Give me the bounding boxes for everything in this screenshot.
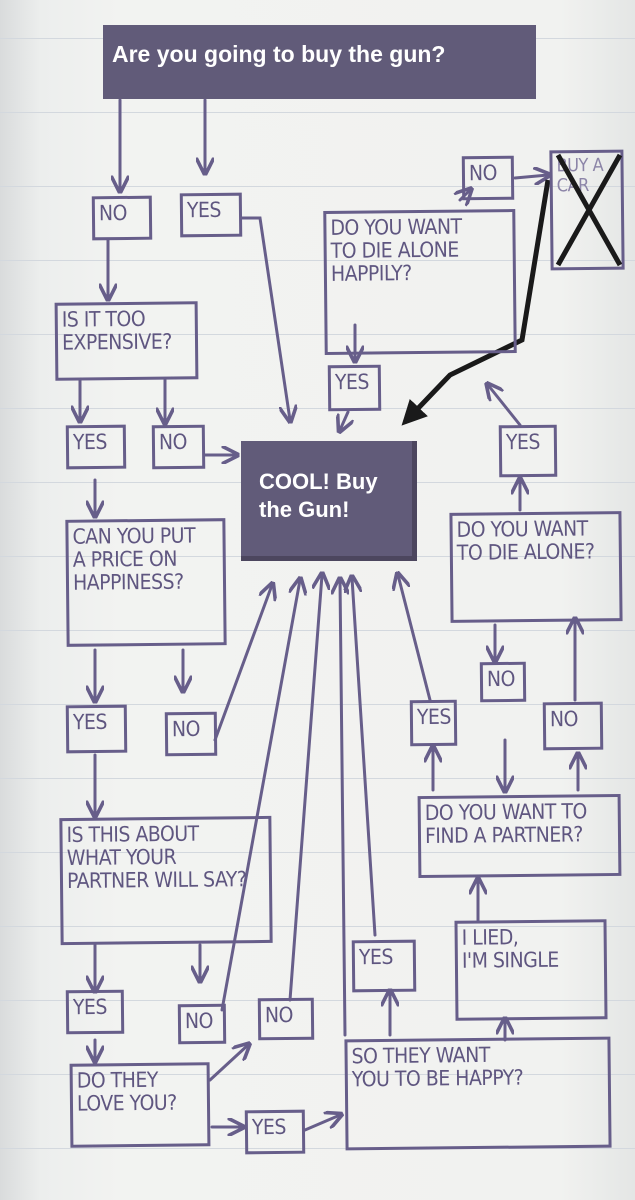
outcome-buy-the-gun: COOL! Buy the Gun! xyxy=(241,441,417,561)
answer-no-start: NO xyxy=(91,195,153,241)
cross-mark-icon xyxy=(555,153,623,267)
answer-yes-happy: YES xyxy=(351,939,417,993)
answer-yes-start: YES xyxy=(179,192,243,238)
question-want-you-happy: SO THEY WANT YOU TO BE HAPPY? xyxy=(344,1036,612,1151)
question-find-partner: DO YOU WANT TO FIND A PARTNER? xyxy=(417,793,622,879)
question-buy-gun: Are you going to buy the gun? xyxy=(103,25,536,99)
answer-yes-love: YES xyxy=(244,1109,306,1155)
question-too-expensive: IS IT TOO EXPENSIVE? xyxy=(54,301,199,381)
answer-no-love: NO xyxy=(257,997,315,1041)
answer-no-happily: NO xyxy=(461,155,515,201)
answer-yes-find: YES xyxy=(409,699,458,747)
answer-yes-price: YES xyxy=(65,704,128,754)
question-love-you: DO THEY LOVE YOU? xyxy=(69,1062,211,1148)
answer-yes-partner: YES xyxy=(65,989,125,1035)
answer-yes-expensive: YES xyxy=(65,424,127,470)
question-die-alone: DO YOU WANT TO DIE ALONE? xyxy=(449,511,623,623)
answer-yes-die-alone: YES xyxy=(498,424,558,478)
question-partner-say: IS THIS ABOUT WHAT YOUR PARTNER WILL SAY… xyxy=(59,815,273,946)
question-die-alone-happily: DO YOU WANT TO DIE ALONE HAPPILY? xyxy=(323,208,517,356)
crossed-out-box: BUY A CAR xyxy=(549,149,625,271)
statement-i-lied-single: I LIED, I'M SINGLE xyxy=(454,919,608,1021)
answer-no-die-alone: NO xyxy=(479,661,527,703)
answer-no-expensive: NO xyxy=(151,424,206,470)
answer-yes-happily: YES xyxy=(327,364,382,412)
answer-no-partner: NO xyxy=(177,1003,227,1045)
answer-no-find: NO xyxy=(542,701,604,751)
answer-no-price: NO xyxy=(164,711,218,757)
question-price-on-happiness: CAN YOU PUT A PRICE ON HAPPINESS? xyxy=(65,518,227,647)
